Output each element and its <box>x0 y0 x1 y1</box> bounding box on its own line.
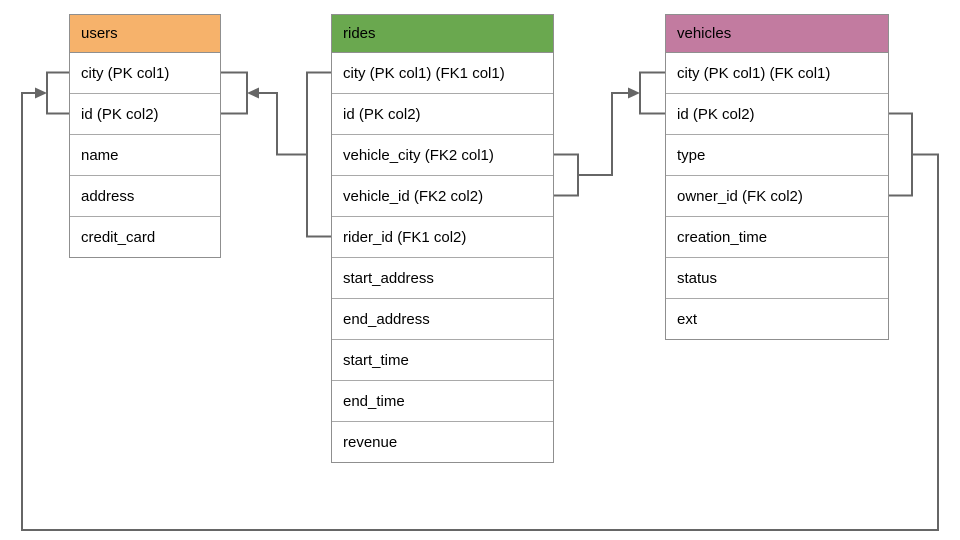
table-row: start_time <box>332 340 553 381</box>
table-vehicles: vehicles city (PK col1) (FK col1)id (PK … <box>665 14 889 340</box>
connector-rides-fk1-to-users <box>221 71 331 238</box>
table-row: id (PK col2) <box>666 94 888 135</box>
table-row: name <box>70 135 220 176</box>
table-rides: rides city (PK col1) (FK1 col1)id (PK co… <box>331 14 554 463</box>
table-row: status <box>666 258 888 299</box>
table-row: id (PK col2) <box>70 94 220 135</box>
table-vehicles-header: vehicles <box>666 15 888 53</box>
table-title: rides <box>343 25 376 42</box>
connector-rides-fk2-to-vehicles <box>554 71 665 197</box>
table-row: ext <box>666 299 888 339</box>
table-row: city (PK col1) (FK col1) <box>666 53 888 94</box>
connector-route <box>578 92 629 176</box>
table-row: rider_id (FK1 col2) <box>332 217 553 258</box>
table-row: address <box>70 176 220 217</box>
table-row: id (PK col2) <box>332 94 553 135</box>
vehicles-right-anchor-bracket <box>889 112 913 197</box>
table-title: vehicles <box>677 25 732 42</box>
arrowhead-right-icon <box>628 87 640 99</box>
rides-right-anchor-bracket <box>554 153 579 197</box>
table-users-header: users <box>70 15 220 53</box>
table-row: end_address <box>332 299 553 340</box>
users-right-anchor-bracket <box>221 71 248 115</box>
table-row: credit_card <box>70 217 220 257</box>
connector-route <box>258 92 307 156</box>
arrowhead-right-icon <box>35 87 47 99</box>
users-left-anchor-bracket <box>46 71 69 115</box>
table-rides-header: rides <box>332 15 553 53</box>
table-row: vehicle_city (FK2 col1) <box>332 135 553 176</box>
table-row: start_address <box>332 258 553 299</box>
table-row: creation_time <box>666 217 888 258</box>
table-row: city (PK col1) <box>70 53 220 94</box>
table-row: city (PK col1) (FK1 col1) <box>332 53 553 94</box>
table-row: revenue <box>332 422 553 462</box>
table-row: type <box>666 135 888 176</box>
table-vehicles-columns: city (PK col1) (FK col1)id (PK col2)type… <box>666 53 888 339</box>
table-row: owner_id (FK col2) <box>666 176 888 217</box>
vehicles-left-anchor-bracket <box>639 71 665 115</box>
table-row: vehicle_id (FK2 col2) <box>332 176 553 217</box>
table-row: end_time <box>332 381 553 422</box>
table-title: users <box>81 25 118 42</box>
table-rides-columns: city (PK col1) (FK1 col1)id (PK col2)veh… <box>332 53 553 462</box>
rides-left-anchor-bracket <box>306 71 331 238</box>
arrowhead-left-icon <box>247 87 259 99</box>
